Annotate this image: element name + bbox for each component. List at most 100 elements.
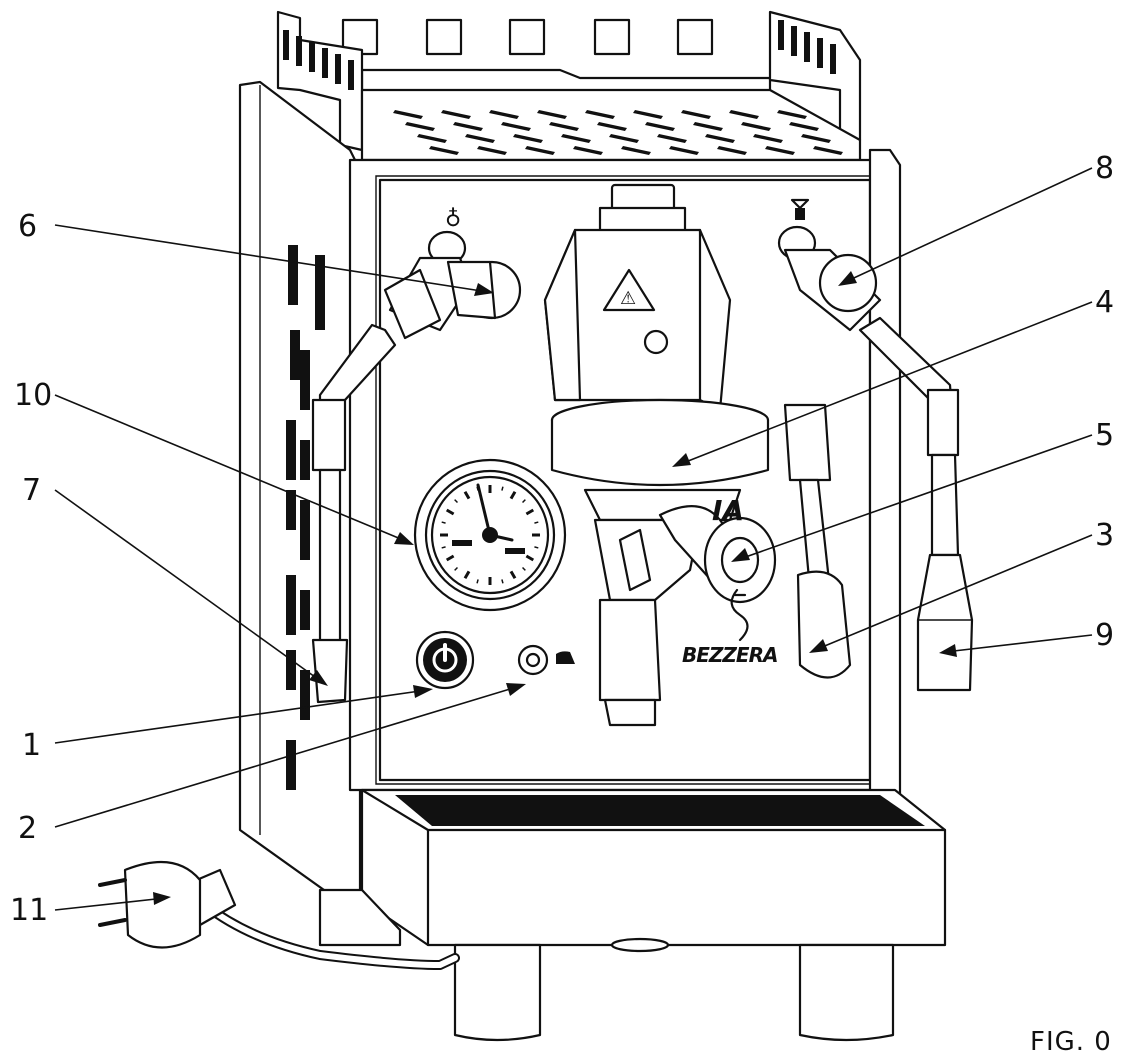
- grate-slot: [465, 134, 495, 143]
- gauge-tick: [463, 490, 471, 500]
- callout-3: 3: [1095, 518, 1114, 553]
- grate-slot: [477, 146, 507, 155]
- power-switch: [415, 630, 475, 690]
- gauge-tick: [521, 566, 526, 571]
- callout-11: 11: [10, 893, 48, 928]
- top-grate: [360, 88, 862, 162]
- grate-slot: [801, 134, 831, 143]
- gauge-tick: [454, 499, 459, 504]
- callout-7: 7: [22, 473, 41, 508]
- steam-wand: [311, 323, 397, 704]
- side-vent: [288, 245, 298, 305]
- gauge-tick: [501, 579, 504, 584]
- grate-slot: [765, 146, 795, 155]
- grate-slot: [405, 122, 435, 131]
- gauge-tick: [534, 521, 539, 524]
- gauge-tick: [525, 508, 535, 516]
- side-vent: [300, 670, 310, 720]
- machine-feet: [318, 888, 895, 1042]
- grate-slot: [717, 146, 747, 155]
- side-vent: [286, 575, 296, 635]
- brand-marking: BEZZERA: [682, 643, 777, 667]
- gauge-tick: [525, 554, 535, 562]
- gauge-tick: [463, 570, 471, 580]
- grate-slot: [741, 122, 771, 131]
- callout-5: 5: [1095, 418, 1114, 453]
- svg-text:⚠: ⚠: [620, 288, 636, 309]
- grate-slot: [537, 110, 567, 119]
- side-vent: [300, 350, 310, 410]
- figure-caption: FIG. 0: [1030, 1027, 1112, 1054]
- grate-slot: [645, 122, 675, 131]
- callout-6: 6: [18, 209, 37, 244]
- gauge-tick: [501, 486, 504, 491]
- grate-slot: [681, 110, 711, 119]
- grate-slot: [789, 122, 819, 131]
- svg-text:♁: ♁: [445, 207, 461, 232]
- grate-slot: [609, 134, 639, 143]
- gauge-tick: [445, 508, 455, 516]
- grate-slot: [753, 134, 783, 143]
- grate-slot: [549, 122, 579, 131]
- indicator-lamp: [517, 644, 575, 676]
- grate-slot: [585, 110, 615, 119]
- grate-slot: [693, 122, 723, 131]
- brand-logo: BEZZERA IA: [682, 494, 778, 667]
- grate-slot: [513, 134, 543, 143]
- group-lever-handle: [783, 403, 852, 679]
- gauge-tick: [441, 546, 446, 549]
- grate-slot: [561, 134, 591, 143]
- callout-2: 2: [18, 811, 37, 846]
- cup-warmer-rail: [276, 10, 862, 152]
- grate-slot: [813, 146, 843, 155]
- right-side-frame: [868, 148, 902, 802]
- grate-slot: [573, 146, 603, 155]
- callout-10: 10: [14, 378, 52, 413]
- side-vent: [286, 420, 296, 480]
- grate-slot: [489, 110, 519, 119]
- grate-slot: [705, 134, 735, 143]
- callout-9: 9: [1095, 618, 1114, 653]
- steam-valve-knob: ♁: [383, 207, 522, 340]
- drip-tray: [360, 788, 947, 947]
- power-cord-plug: [98, 860, 460, 970]
- gauge-tick: [534, 546, 539, 549]
- side-vent: [286, 650, 296, 690]
- grate-slot: [657, 134, 687, 143]
- side-vent: [300, 440, 310, 480]
- callout-4: 4: [1095, 285, 1114, 320]
- gauge-tick: [509, 570, 517, 580]
- gauge-tick: [445, 554, 455, 562]
- grate-slot: [525, 146, 555, 155]
- gauge-tick: [476, 579, 479, 584]
- grate-slot: [393, 110, 423, 119]
- pressure-gauge: [413, 458, 567, 612]
- gauge-tick: [441, 521, 446, 524]
- grate-slot: [597, 122, 627, 131]
- svg-text:IA: IA: [712, 494, 744, 527]
- callout-labels: 6 10 7 1 2 11 8 4 5 3 9: [10, 151, 1114, 928]
- grate-slot: [633, 110, 663, 119]
- grate-slot: [501, 122, 531, 131]
- gauge-tick: [509, 490, 517, 500]
- side-vent: [290, 330, 300, 380]
- side-vent: [300, 590, 310, 630]
- grate-slot: [669, 146, 699, 155]
- hot-water-wand: [858, 316, 974, 692]
- grate-slot: [621, 146, 651, 155]
- left-side-panel: [238, 80, 362, 907]
- side-vent: [286, 490, 296, 530]
- callout-1: 1: [22, 728, 41, 763]
- side-vent: [300, 500, 310, 560]
- grate-slot: [429, 146, 459, 155]
- gauge-tick: [521, 499, 526, 504]
- side-vent: [286, 740, 296, 790]
- grate-slot: [441, 110, 471, 119]
- leader-lines: [54, 167, 1093, 911]
- grate-slot: [417, 134, 447, 143]
- side-vent: [315, 255, 325, 330]
- grate-slot: [729, 110, 759, 119]
- callout-8: 8: [1095, 151, 1114, 186]
- grate-slot: [777, 110, 807, 119]
